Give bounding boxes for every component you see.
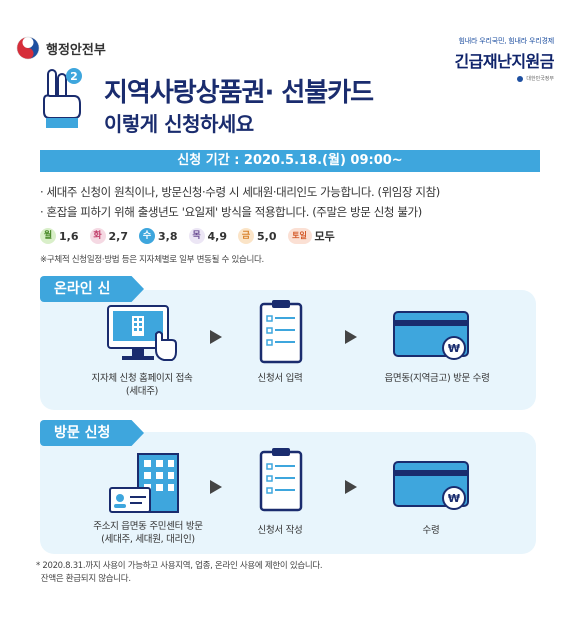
day-nums-mon: 1,6 [59,229,79,243]
two-fingers-hand-icon: 2 [43,68,82,128]
ministry-name: 행정안전부 [46,42,106,58]
campaign-logo: 힘내라 우리국민, 힘내라 우리경제 긴급재난지원금 대한민국정부 [414,36,554,82]
notes: · 세대주 신청이 원칙이나, 방문신청·수령 시 세대원·대리인도 가능합니다… [40,182,560,265]
hand-badge-number: 2 [70,70,78,83]
campaign-slogan: 힘내라 우리국민, 힘내라 우리경제 [458,37,555,45]
online-application-tab: 온라인 신청 [40,276,144,302]
day-badge-weekend: 토일 [287,228,312,244]
application-period-bar: 신청 기간 : 2020.5.18.(월) 09:00~ [40,150,540,172]
campaign-sub: 대한민국정부 [414,75,554,82]
day-nums-weekend: 모두 [314,230,335,243]
arrow-right-icon [345,480,357,494]
day-badge-wed: 수 [139,228,155,244]
arrow-right-icon [210,330,222,344]
arrow-right-icon [210,480,222,494]
day-badge-mon: 월 [40,228,56,244]
campaign-title: 긴급재난지원금 [454,52,554,71]
credit-card-icon: ₩ [393,461,469,510]
visit-step2-label: 신청서 작성 [257,525,303,536]
online-step1-label: 지자체 신청 홈페이지 접속 (세대주) [80,372,204,398]
visit-step1-text: 주소지 읍면동 주민센터 방문 [93,521,203,532]
note-line-2: · 혼잡을 피하기 위해 출생년도 '요일제' 방식을 적용합니다. (주말은 … [40,205,422,219]
footer-line-1: * 2020.8.31.까지 사용이 가능하고 사용지역, 업종, 온라인 사용… [36,561,323,571]
gov-emblem-icon [517,75,524,82]
day-nums-wed: 3,8 [158,229,178,243]
weekday-schedule: 월 1,6 화 2,7 수 3,8 목 4,9 금 5,0 토일 모두 [40,228,560,244]
visit-step1-sub: (세대주, 세대원, 대리인) [101,534,195,545]
clipboard-checklist-icon [259,300,303,364]
online-step1-text: 지자체 신청 홈페이지 접속 [91,373,193,384]
computer-monitor-click-icon [107,305,177,361]
online-step2-label: 신청서 입력 [257,373,303,384]
building-id-card-icon [109,453,179,513]
day-nums-thu: 4,9 [207,229,228,243]
taegeuk-logo-icon [16,36,40,60]
page-subtitle: 이렇게 신청하세요 [104,112,254,136]
page-title: 지역사랑상품권· 선불카드 [104,78,374,108]
day-badge-tue: 화 [89,228,106,244]
header: 행정안전부 힘내라 우리국민, 힘내라 우리경제 긴급재난지원금 대한민국정부 … [0,0,576,140]
won-symbol-icon: ₩ [448,342,460,355]
campaign-sub-text: 대한민국정부 [526,76,554,82]
footer-notes: * 2020.8.31.까지 사용이 가능하고 사용지역, 업종, 온라인 사용… [36,560,536,586]
day-nums-tue: 2,7 [108,229,129,243]
day-badge-thu: 목 [188,228,205,244]
visit-application-tab: 방문 신청 [40,420,144,446]
credit-card-icon: ₩ [393,311,469,360]
visit-step3-label: 수령 [422,525,440,536]
day-badge-fri: 금 [238,228,254,244]
note-line-1: · 세대주 신청이 원칙이나, 방문신청·수령 시 세대원·대리인도 가능합니다… [40,185,440,199]
won-symbol-icon: ₩ [448,492,460,505]
online-step1-sub: (세대주) [125,386,159,397]
clipboard-checklist-icon [259,448,303,512]
online-step3-label: 읍면동(지역금고) 방문 수령 [384,373,490,384]
caveat-note: ※구체적 신청일정·방법 등은 지자체별로 일부 변동될 수 있습니다. [40,255,264,265]
visit-step1-label: 주소지 읍면동 주민센터 방문 (세대주, 세대원, 대리인) [76,520,220,546]
day-nums-fri: 5,0 [257,229,277,243]
ministry-brand: 행정안전부 [16,36,106,60]
footer-line-2: 잔액은 환급되지 않습니다. [36,574,131,584]
arrow-right-icon [345,330,357,344]
